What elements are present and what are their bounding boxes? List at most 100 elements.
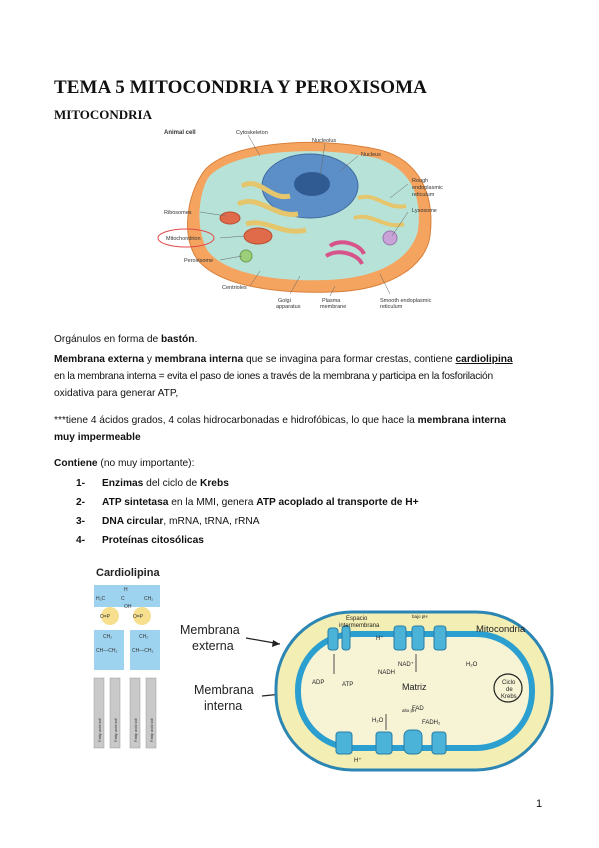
page-number: 1	[536, 798, 543, 810]
label-fad: FAD	[412, 706, 424, 712]
text-span: y	[144, 354, 155, 365]
label-space-1: Espacio	[346, 616, 368, 622]
list-item-number: 4-	[76, 535, 86, 546]
cell-figure-heading: Animal cell	[164, 130, 196, 136]
label-h2o-top: H₂O	[466, 662, 478, 668]
text-bold: bastón	[161, 334, 195, 345]
tail-label-3: Fatty acid tail	[133, 718, 138, 742]
list-item-text: Proteínas citosólicas	[102, 535, 204, 546]
list-item-text: del ciclo de	[143, 478, 200, 489]
text-span: (no muy importante):	[97, 458, 195, 469]
svg-text:O=P: O=P	[133, 614, 144, 620]
phosphate-left	[101, 607, 119, 625]
list-item-number: 1-	[76, 478, 86, 489]
list-item-text: ATP acoplado al transporte de H+	[256, 497, 419, 508]
label-rough-er-2: endoplasmic	[412, 185, 443, 191]
glycerol-right-box	[130, 630, 160, 670]
animal-cell-figure: Animal cell Cytoskeleton Nucleolus	[157, 130, 443, 310]
cardiolipin-title: Cardiolipina	[96, 567, 160, 579]
text-span: ***tiene 4 ácidos grados, 4 colas hidroc…	[54, 415, 418, 426]
label-krebs-3: Krebs	[501, 694, 517, 700]
list-item-text: en la MMI, genera	[168, 497, 257, 508]
paragraph-shape: Orgánulos en forma de bastón.	[54, 331, 554, 348]
label-mitocondria: Mitocondria	[476, 624, 526, 635]
svg-text:CH₂: CH₂	[144, 596, 153, 602]
label-centrioles: Centrioles	[222, 285, 247, 291]
text-bold: Contiene	[54, 458, 98, 469]
tail-label-4: Fatty acid tail	[149, 718, 154, 742]
label-cytoskeleton: Cytoskeleton	[236, 130, 268, 136]
arrow-outer-head	[272, 640, 280, 647]
label-plasma-1: Plasma	[322, 298, 341, 304]
label-peroxisome: Peroxisome	[184, 258, 213, 264]
paragraph-line: en la membrana interna = evita el paso d…	[54, 371, 493, 382]
list-item: 2- ATP sintetasa en la MMI, genera ATP ac…	[76, 497, 419, 508]
label-krebs-1: Ciclo	[502, 680, 516, 686]
glycerol-left-box	[94, 630, 124, 670]
list-item-text: Krebs	[199, 478, 229, 489]
list-item-number: 2-	[76, 497, 86, 508]
paragraph-contains: Contiene (no muy importante):	[54, 455, 554, 472]
label-nucleolus: Nucleolus	[312, 138, 336, 144]
list-item: 4- Proteínas citosólicas	[76, 535, 204, 546]
list-item-text: , mRNA, tRNA, rRNA	[163, 516, 260, 527]
label-nucleus: Nucleus	[361, 152, 381, 158]
label-atp: ATP	[342, 682, 353, 688]
text-bold: membrana interna	[417, 415, 506, 426]
svg-text:H: H	[124, 587, 128, 593]
label-adp: ADP	[312, 680, 324, 686]
svg-text:OH: OH	[124, 604, 132, 610]
label-smooth-er-1: Smooth endoplasmic	[380, 298, 432, 304]
label-mitochondrion: Mitochondrion	[166, 236, 201, 242]
cell-body-illustration	[187, 141, 432, 293]
tail-label-1: Fatty acid tail	[97, 718, 102, 742]
label-smooth-er-2: reticulum	[380, 304, 403, 310]
label-ribosomes: Ribosomes	[164, 210, 192, 216]
label-fadh2: FADH₂	[422, 720, 441, 726]
text-bold-underline: cardiolipina	[455, 354, 513, 365]
label-golgi-2: apparatus	[276, 304, 301, 310]
label-outer-1: Membrana	[180, 623, 240, 637]
label-lysosome: Lysosome	[412, 208, 437, 214]
glycerol-head-box	[94, 585, 160, 607]
label-nad: NAD⁺	[398, 661, 414, 668]
fatty-acid-tails	[93, 677, 157, 749]
paragraph-membranes: Membrana externa y membrana interna que …	[54, 351, 554, 402]
label-plasma-2: membrane	[320, 304, 346, 310]
list-item-number: 3-	[76, 516, 86, 527]
label-space-2: intermembrana	[339, 623, 380, 629]
section-heading: MITOCONDRIA	[54, 107, 152, 122]
svg-text:H₂C: H₂C	[96, 596, 106, 602]
svg-text:O=P: O=P	[100, 614, 111, 620]
label-inner-2: interna	[204, 699, 242, 713]
text-span: Orgánulos en forma de	[54, 334, 162, 345]
label-matrix: Matriz	[402, 682, 427, 692]
label-inner-1: Membrana	[194, 683, 254, 697]
label-h2o-bottom: H₂O	[372, 718, 384, 724]
label-low-ph: bajo pH	[412, 614, 428, 619]
label-golgi-1: Golgi	[278, 298, 291, 304]
text-bold: Membrana externa	[54, 354, 145, 365]
text-span: .	[194, 334, 198, 345]
tail-label-2: Fatty acid tail	[113, 718, 118, 742]
paragraph-line: oxidativa para generar ATP,	[54, 388, 179, 399]
svg-text:CH—CH₂: CH—CH₂	[132, 648, 153, 654]
text-bold: membrana interna	[154, 354, 244, 365]
mitochondria-membrane-figure: Membrana externa Membrana interna Espaci…	[180, 610, 554, 772]
mitochondrion-illustration	[274, 610, 554, 772]
label-outer-2: externa	[192, 639, 234, 653]
label-rough-er-3: reticulum	[412, 192, 435, 198]
list-item: 3- DNA circular, mRNA, tRNA, rRNA	[76, 516, 260, 527]
paragraph-cardiolipin-note: ***tiene 4 ácidos grados, 4 colas hidroc…	[54, 412, 554, 446]
list-item-text: ATP sintetasa	[102, 497, 169, 508]
svg-text:C: C	[121, 596, 125, 602]
list-item-text: Enzimas	[102, 478, 144, 489]
paragraph-line: Membrana externa y membrana interna que …	[54, 351, 554, 368]
label-hplus-top: H⁺	[376, 635, 384, 642]
label-rough-er-1: Rough	[412, 178, 428, 184]
paragraph-line: muy impermeable	[54, 432, 141, 443]
page-title: TEMA 5 MITOCONDRIA Y PEROXISOMA	[54, 77, 427, 98]
phosphate-right	[133, 607, 151, 625]
list-item-text: DNA circular	[102, 516, 164, 527]
